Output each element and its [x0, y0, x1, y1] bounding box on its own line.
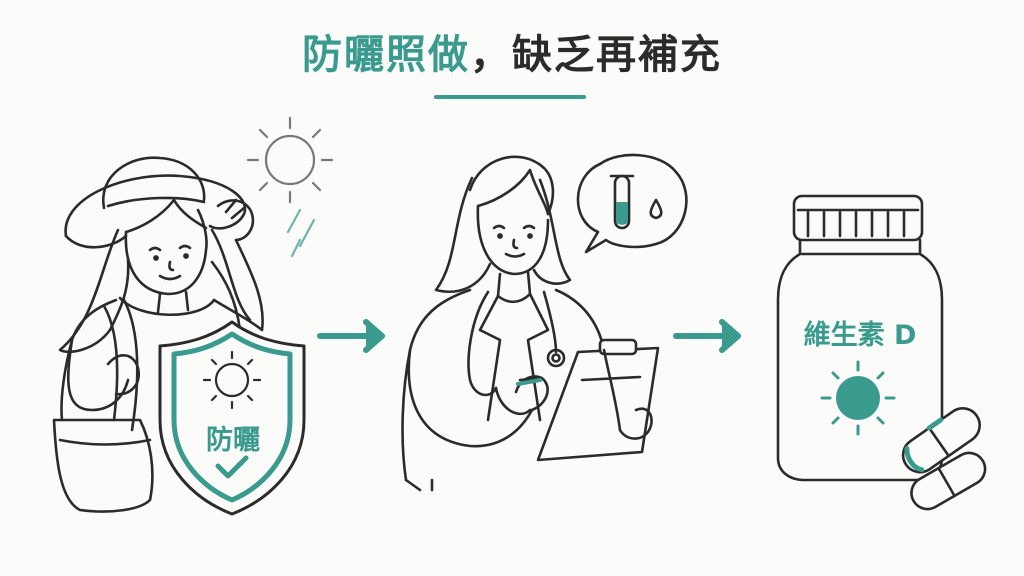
arrow-right-icon: [673, 319, 741, 353]
sun-icon: [820, 360, 896, 436]
clipboard: [536, 338, 660, 462]
check-icon: [215, 455, 249, 479]
woman-with-sun-hat: [52, 116, 334, 513]
title-underline: [434, 95, 586, 99]
bottle-label: 維生素 D: [803, 320, 917, 351]
shield-label: 防曬: [206, 425, 260, 456]
page-title: 防曬照做，缺乏再補充: [0, 22, 1024, 80]
sky-sun-icon: [246, 116, 334, 258]
sun-icon: [202, 350, 262, 410]
title-accent: 防曬照做: [302, 32, 470, 78]
lab-test-bubble: [576, 153, 688, 254]
title-rest: ，缺乏再補充: [470, 32, 722, 78]
doctor-with-clipboard: [401, 153, 688, 492]
sunscreen-shield: [158, 320, 306, 516]
arrow-right-icon: [317, 319, 385, 353]
vitamin-d-bottle: [776, 194, 944, 482]
capsule-icons: [901, 407, 987, 511]
